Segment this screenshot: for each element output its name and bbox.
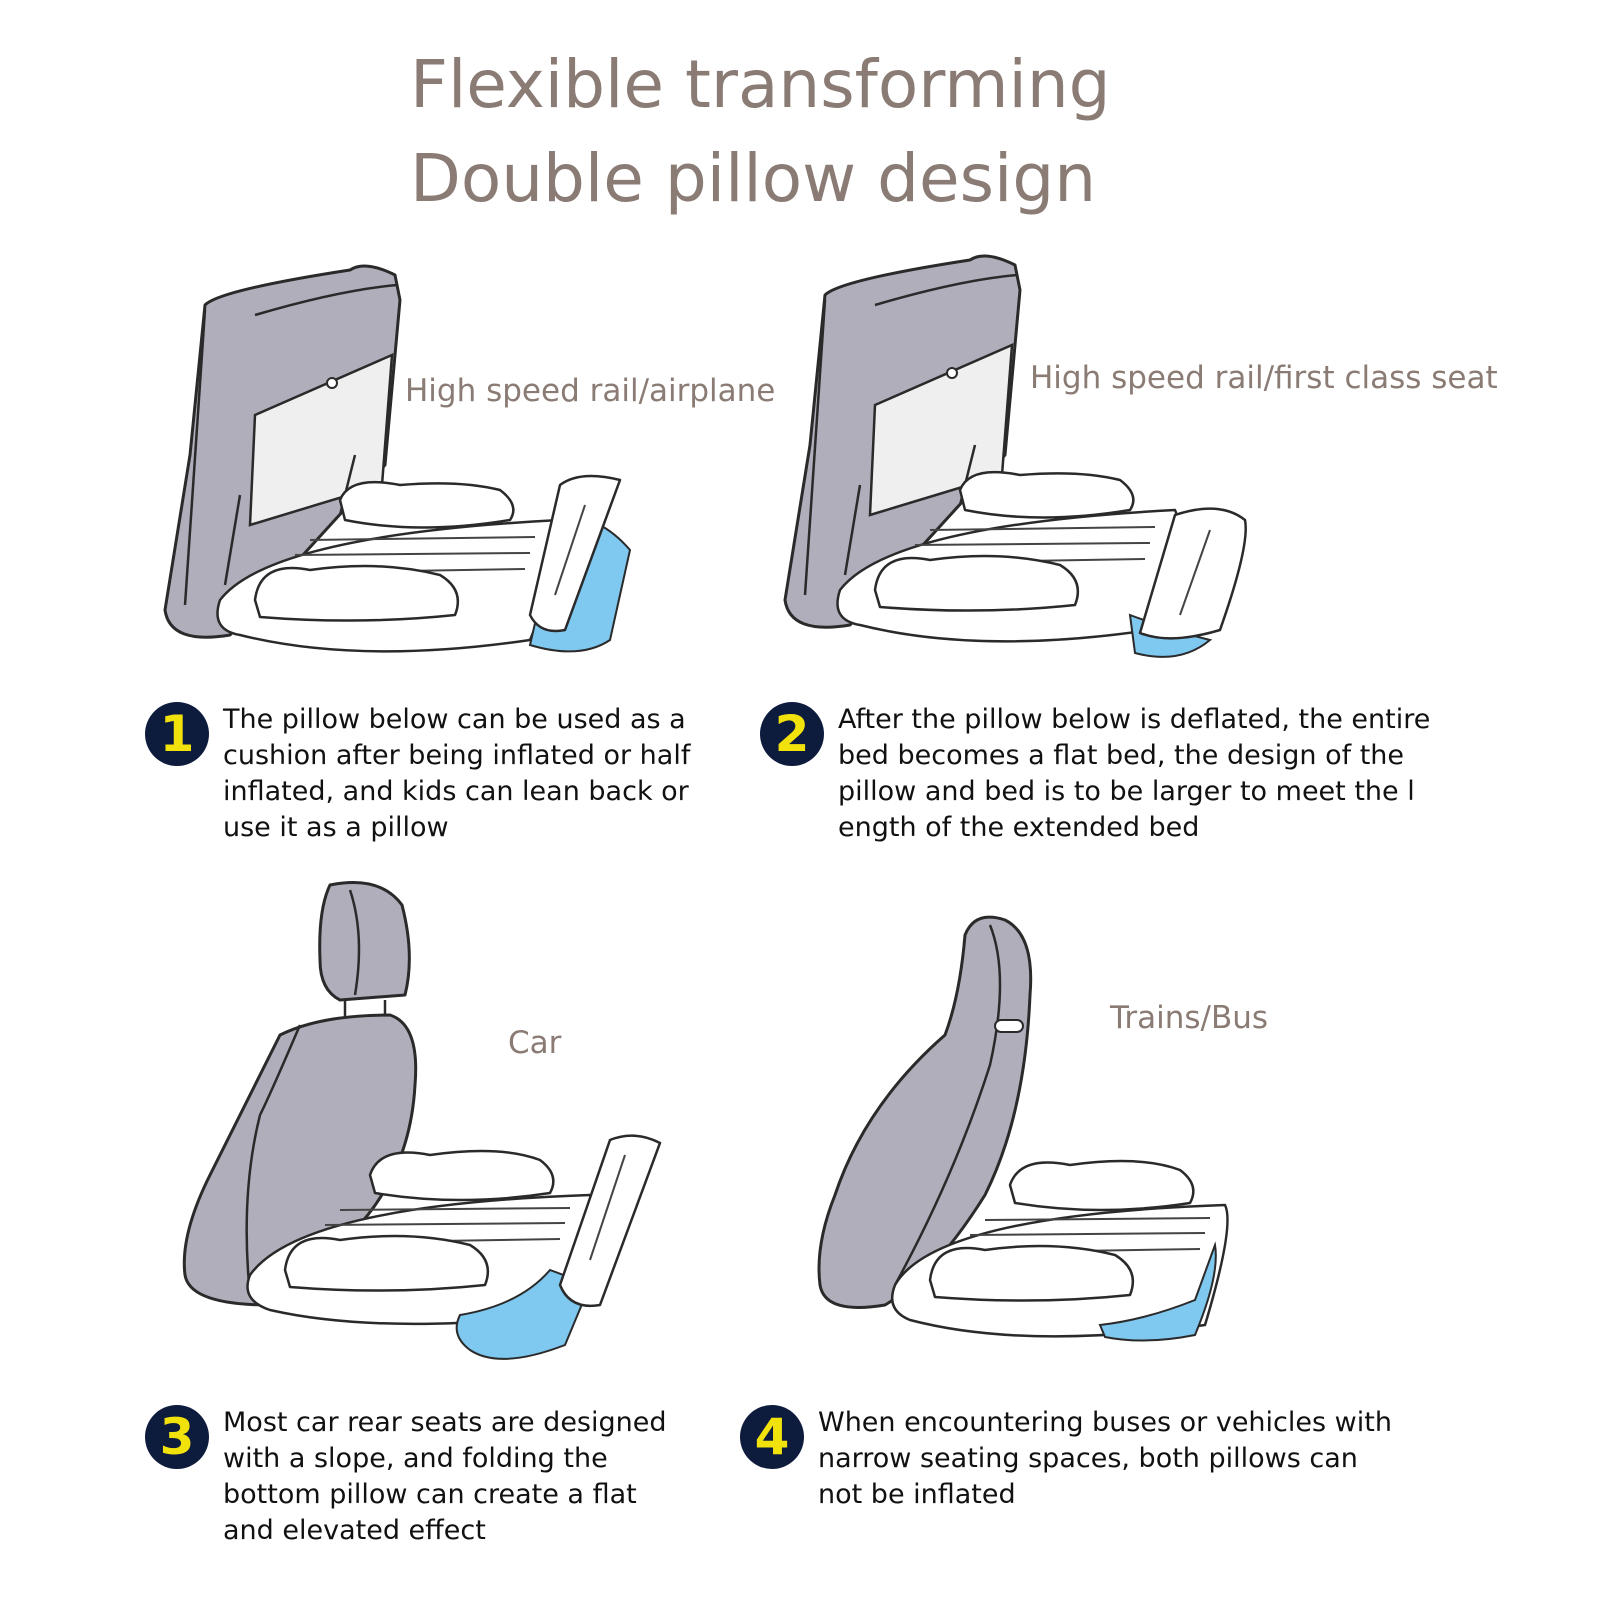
panel-4-label: Trains/Bus bbox=[1110, 1000, 1269, 1036]
airplane-seat-illustration bbox=[163, 264, 632, 653]
panel-1-label: High speed rail/airplane bbox=[405, 373, 776, 409]
title-line-2: Double pillow design bbox=[410, 140, 1097, 217]
step-4: 4 When encountering buses or vehicles wi… bbox=[740, 1405, 1392, 1513]
step-1-badge: 1 bbox=[145, 702, 209, 766]
panel-2-label: High speed rail/first class seat bbox=[1030, 360, 1498, 396]
step-2: 2 After the pillow below is deflated, th… bbox=[760, 702, 1430, 846]
step-2-badge: 2 bbox=[760, 702, 824, 766]
title-line-1: Flexible transforming bbox=[410, 46, 1111, 123]
panel-3-label: Car bbox=[508, 1025, 562, 1061]
page-title: Flexible transforming Double pillow desi… bbox=[410, 38, 1111, 226]
step-2-text: After the pillow below is deflated, the … bbox=[838, 704, 1431, 843]
step-1-text: The pillow below can be used as a cushio… bbox=[223, 704, 691, 843]
car-seat-illustration bbox=[182, 881, 662, 1360]
step-3: 3 Most car rear seats are designed with … bbox=[145, 1405, 667, 1549]
step-4-badge: 4 bbox=[740, 1405, 804, 1469]
step-3-badge: 3 bbox=[145, 1405, 209, 1469]
bus-seat-illustration bbox=[817, 915, 1229, 1342]
first-class-seat-illustration bbox=[783, 254, 1247, 658]
step-4-text: When encountering buses or vehicles with… bbox=[818, 1407, 1392, 1510]
step-3-text: Most car rear seats are designed with a … bbox=[223, 1407, 667, 1546]
step-1: 1 The pillow below can be used as a cush… bbox=[145, 702, 690, 846]
